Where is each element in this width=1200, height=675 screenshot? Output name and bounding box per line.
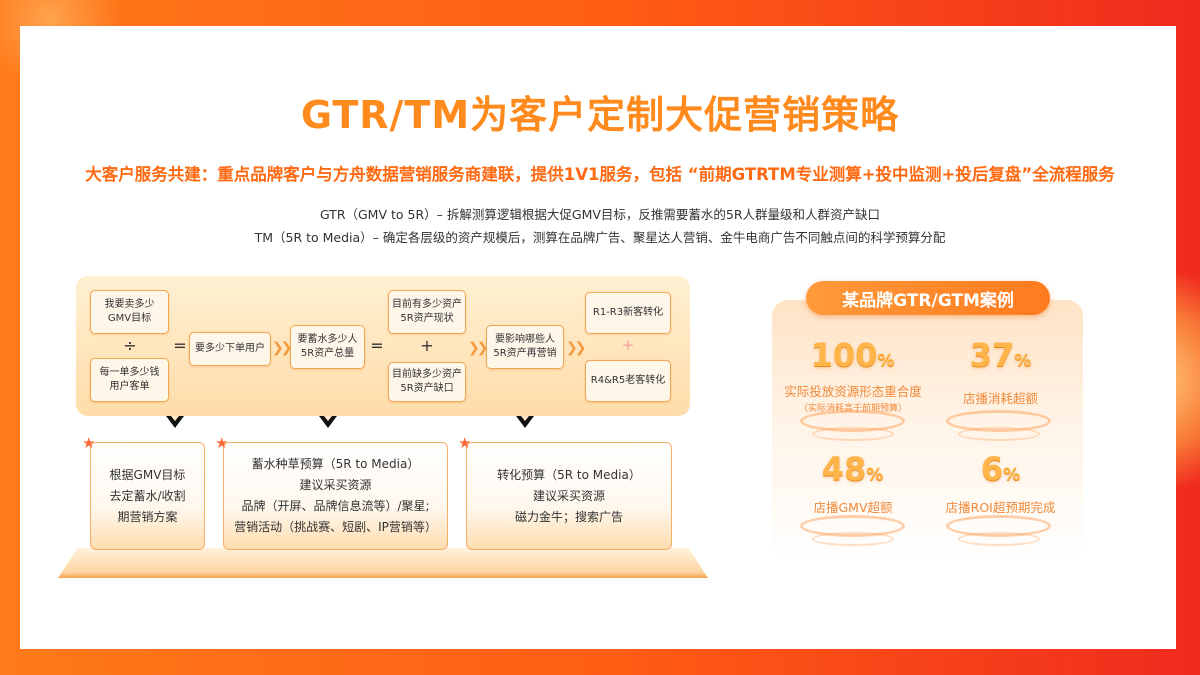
double-chevron-icon: ❯❯ — [566, 340, 587, 356]
stat-ring — [812, 532, 894, 546]
star-icon: ★ — [458, 434, 472, 452]
stat-note: （实际消耗高于前期预算） — [798, 404, 907, 414]
cards-platform — [58, 548, 708, 578]
stat-ring — [958, 427, 1040, 441]
equals-sign: = — [173, 336, 187, 355]
desc-gtr: GTR（GMV to 5R）– 拆解测算逻辑根据大促GMV目标，反推需要蓄水的5… — [319, 207, 881, 222]
asset-gap-box: 目前缺多少资产 5R资产缺口 — [388, 362, 466, 402]
seeding-budget-card: 蓄水种草预算（5R to Media） 建议采买资源 品牌（开屏、品牌信息流等）… — [223, 442, 448, 550]
divide-sign: ÷ — [123, 336, 137, 355]
retarget-box: 要影响哪些人 5R资产再营销 — [486, 325, 564, 369]
stat-ring — [958, 532, 1040, 546]
stat-value: 6% — [980, 450, 1021, 488]
double-chevron-icon: ❯❯ — [468, 340, 489, 356]
stat-value: 100% — [810, 336, 895, 374]
star-icon: ★ — [215, 434, 229, 452]
old-customer-box: R4&R5老客转化 — [585, 360, 671, 402]
stat-label: 店播消耗超额 — [962, 391, 1038, 406]
stat-label: 实际投放资源形态重合度 — [784, 384, 922, 399]
conversion-budget-card: 转化预算（5R to Media） 建议采买资源 磁力金牛；搜索广告 — [466, 442, 672, 550]
per-order-box: 每一单多少钱 用户客单 — [90, 358, 169, 402]
double-chevron-icon: ❯❯ — [272, 340, 293, 356]
buyers-box: 要多少下单用户 — [189, 332, 271, 366]
pool-box: 要蓄水多少人 5R资产总量 — [290, 325, 365, 369]
page-title: GTR/TM为客户定制大促营销策略 — [300, 93, 900, 137]
desc-tm: TM（5R to Media）– 确定各层级的资产规模后，测算在品牌广告、聚星达… — [254, 230, 946, 245]
stat-value: 37% — [969, 336, 1032, 374]
current-assets-box: 目前有多少资产 5R资产现状 — [388, 290, 466, 334]
star-icon: ★ — [82, 434, 96, 452]
stat-label: 店播GMV超额 — [813, 500, 893, 515]
page-subtitle: 大客户服务共建：重点品牌客户与方舟数据营销服务商建联，提供1V1服务，包括 “前… — [85, 165, 1115, 184]
equals-sign: = — [370, 336, 384, 355]
down-arrow-icon — [319, 416, 337, 428]
stat-value: 48% — [821, 450, 884, 488]
stat-label: 店播ROI超预期完成 — [945, 500, 1056, 515]
down-arrow-icon — [516, 416, 534, 428]
case-title: 某品牌GTR/GTM案例 — [806, 281, 1050, 315]
gmv-target-box: 我要卖多少 GMV目标 — [90, 290, 169, 334]
plus-sign: + — [621, 336, 635, 354]
strategy-card: 根据GMV目标 去定蓄水/收割 期营销方案 — [90, 442, 205, 550]
new-customer-box: R1-R3新客转化 — [585, 292, 671, 334]
stat-ring — [812, 427, 894, 441]
down-arrow-icon — [166, 416, 184, 428]
plus-sign: + — [420, 336, 434, 355]
